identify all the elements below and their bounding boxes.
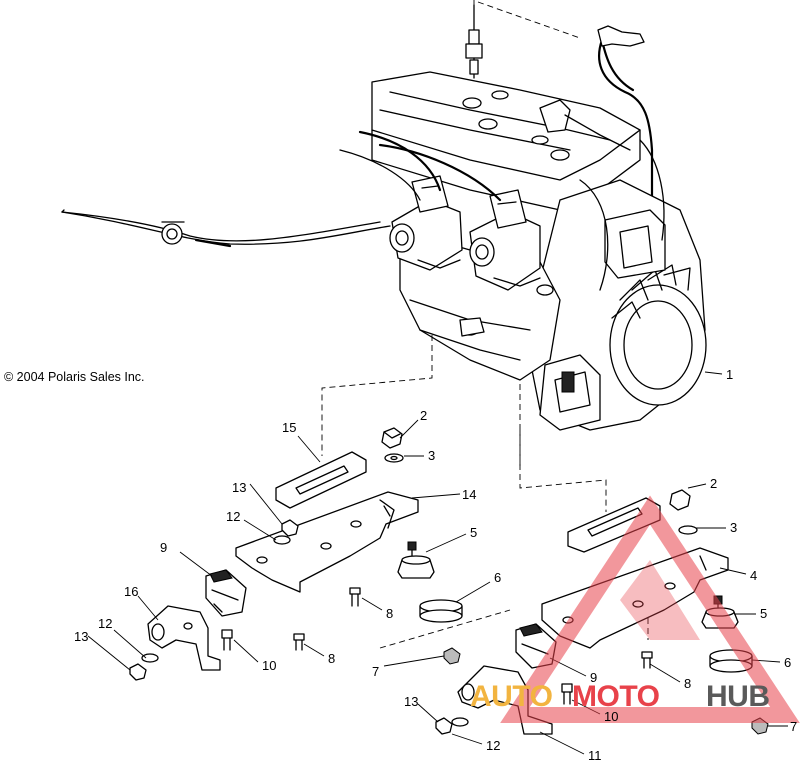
watermark-logo: AUTO MOTO HUB xyxy=(470,495,800,723)
mount-bracket-14 xyxy=(235,491,419,593)
callout-9-left: 9 xyxy=(160,540,167,555)
callout-13-bottom: 13 xyxy=(404,694,418,709)
bolt-8-a xyxy=(349,587,361,607)
mount-bracket-4 xyxy=(541,547,729,649)
rubber-mount-5-left xyxy=(397,541,435,579)
callout-16: 16 xyxy=(124,584,138,599)
watermark-hub: HUB xyxy=(706,680,770,713)
washer-3-right xyxy=(678,525,698,535)
callout-2-right: 2 xyxy=(710,476,717,491)
nut-2-right xyxy=(669,489,691,511)
callout-6-left: 6 xyxy=(494,570,501,585)
bolt-10-right xyxy=(561,683,573,705)
callout-15: 15 xyxy=(282,420,296,435)
callout-8-a: 8 xyxy=(386,606,393,621)
callout-12-bottom: 12 xyxy=(486,738,500,753)
washer-12-lower xyxy=(141,653,159,663)
callout-7-right: 7 xyxy=(790,719,797,734)
nut-7-center xyxy=(443,647,461,665)
callout-3-left: 3 xyxy=(428,448,435,463)
callout-1: 1 xyxy=(726,367,733,382)
nut-13-bottom xyxy=(435,717,453,735)
callout-12-lower: 12 xyxy=(98,616,112,631)
washer-12-upper xyxy=(273,535,291,545)
mount-plate-15 xyxy=(275,451,367,509)
callout-11: 11 xyxy=(588,748,602,760)
watermark-triangle-icon xyxy=(500,495,800,723)
washer-12-bottom xyxy=(451,717,469,727)
bolt-8-c xyxy=(641,651,653,669)
callout-8-b: 8 xyxy=(328,651,335,666)
callout-10-left: 10 xyxy=(262,658,276,673)
carburetor-left xyxy=(389,175,463,271)
bolt-8-b xyxy=(293,633,305,651)
bracket-16 xyxy=(147,605,221,671)
watermark-moto: MOTO xyxy=(572,680,660,713)
callout-5-left: 5 xyxy=(470,525,477,540)
callout-12-upper: 12 xyxy=(226,509,240,524)
callout-10-right: 10 xyxy=(604,709,618,724)
callout-7-center: 7 xyxy=(372,664,379,679)
callout-6-right: 6 xyxy=(784,655,791,670)
copyright-text: © 2004 Polaris Sales Inc. xyxy=(4,370,145,384)
callout-2-left: 2 xyxy=(420,408,427,423)
spacer-6-left xyxy=(419,599,463,623)
callout-13-lower: 13 xyxy=(74,629,88,644)
engine-assembly xyxy=(61,4,707,431)
callout-4: 4 xyxy=(750,568,757,583)
explode-lines xyxy=(321,0,649,656)
carburetor-right xyxy=(469,189,541,291)
callout-13-upper: 13 xyxy=(232,480,246,495)
watermark-auto: AUTO xyxy=(470,680,553,713)
washer-3-left xyxy=(384,453,404,463)
rubber-pad-9-left xyxy=(205,569,247,617)
callout-9-right: 9 xyxy=(590,670,597,685)
left-mount-group xyxy=(129,427,463,681)
callout-5-right: 5 xyxy=(760,606,767,621)
bolt-10-left xyxy=(221,629,233,651)
callout-3-right: 3 xyxy=(730,520,737,535)
nut-13-lower xyxy=(129,663,147,681)
callout-8-c: 8 xyxy=(684,676,691,691)
callout-14: 14 xyxy=(462,487,476,502)
nut-13-upper xyxy=(281,519,299,537)
callout-labels: 1 2 3 15 14 13 12 5 6 8 8 9 10 16 12 13 … xyxy=(74,367,797,760)
